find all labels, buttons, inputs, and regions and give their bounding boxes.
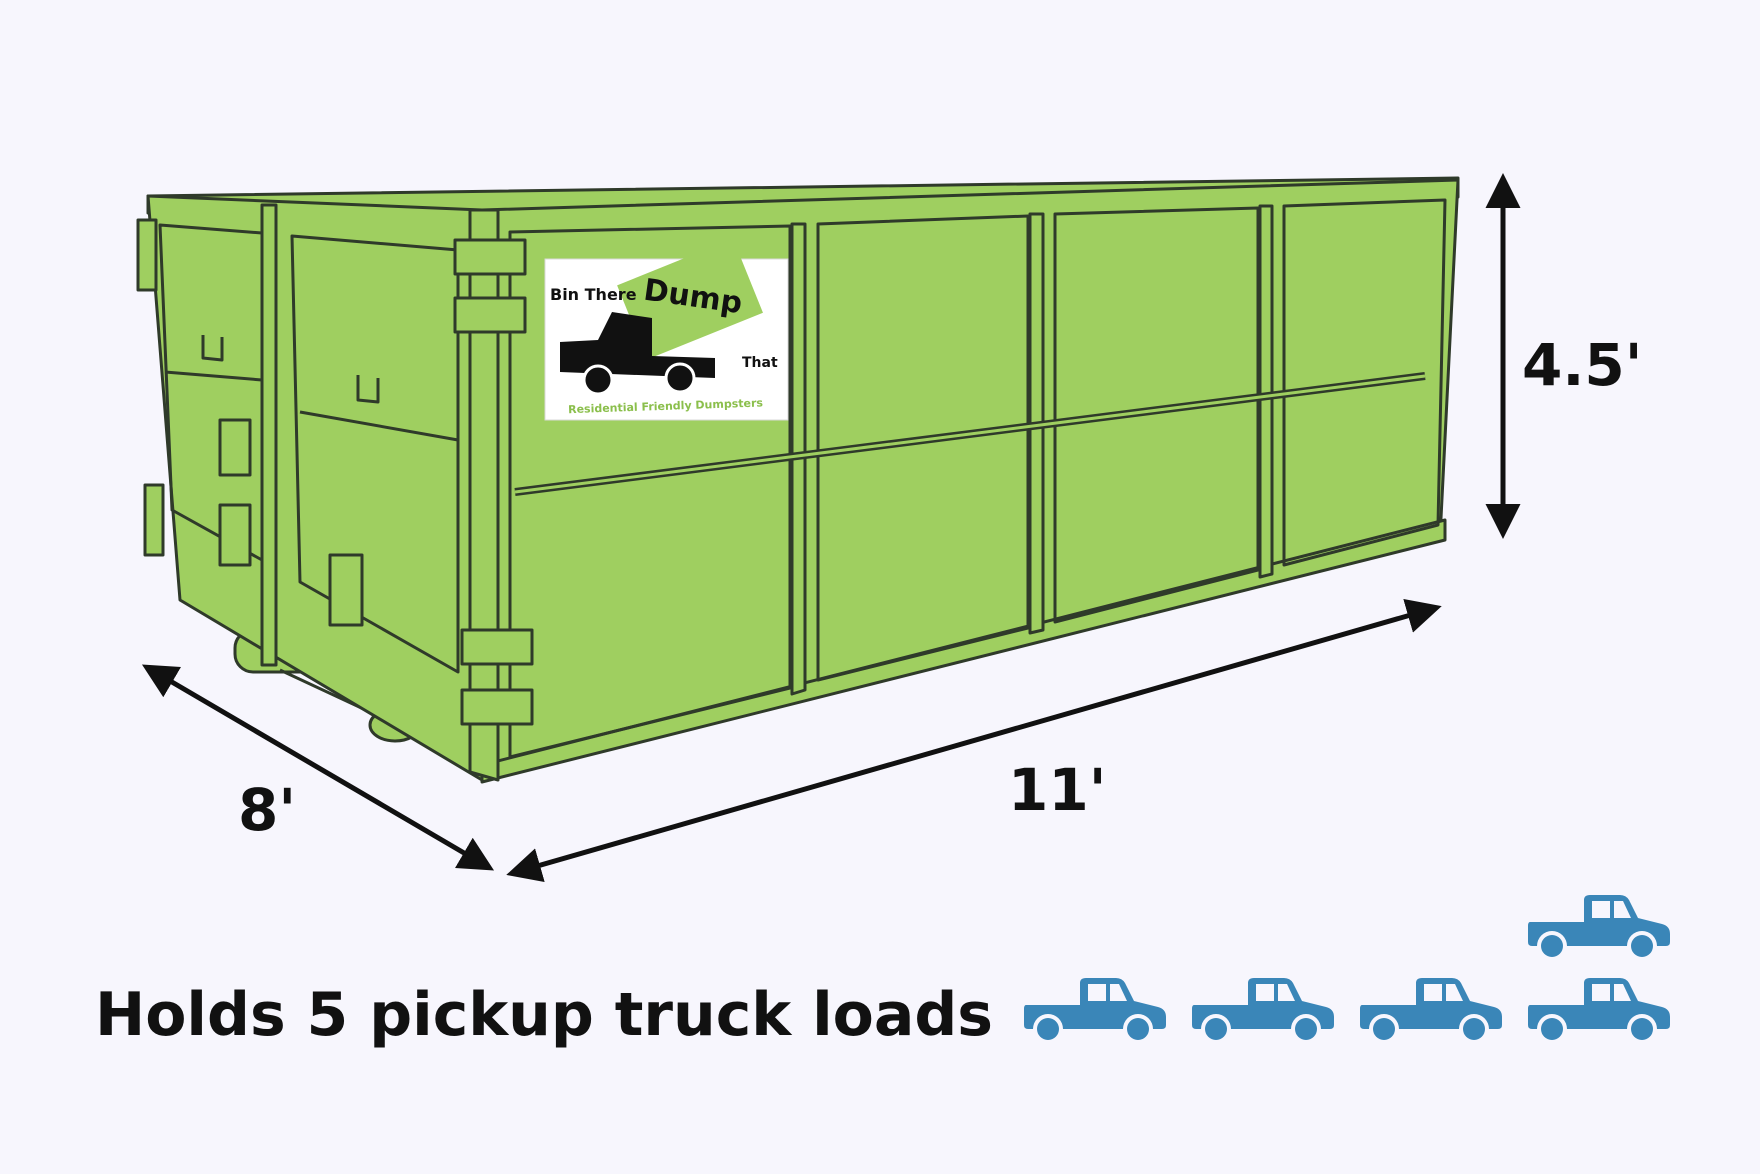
length-label: 11' [1008, 756, 1106, 824]
dumpster-end-face [146, 194, 484, 782]
pickup-truck-icon [1360, 978, 1502, 1044]
logo-truck-icon [560, 312, 715, 396]
logo-line3: That [742, 355, 778, 371]
capacity-caption: Holds 5 pickup truck loads [95, 980, 993, 1050]
truck-icons [1024, 895, 1670, 1044]
dumpster [136, 176, 1460, 784]
pickup-truck-icon [1024, 978, 1166, 1044]
width-label: 8' [238, 776, 296, 844]
dumpster-side-panels [508, 198, 1447, 759]
length-arrow [506, 598, 1442, 883]
width-arrow [141, 664, 495, 871]
company-logo: Bin There Dump That Residential Friendly… [544, 238, 789, 421]
height-label: 4.5' [1522, 331, 1643, 399]
pickup-truck-icon [1192, 978, 1334, 1044]
pickup-truck-icon [1528, 895, 1670, 961]
logo-line1: Bin There [550, 285, 637, 304]
pickup-truck-icon [1528, 978, 1670, 1044]
